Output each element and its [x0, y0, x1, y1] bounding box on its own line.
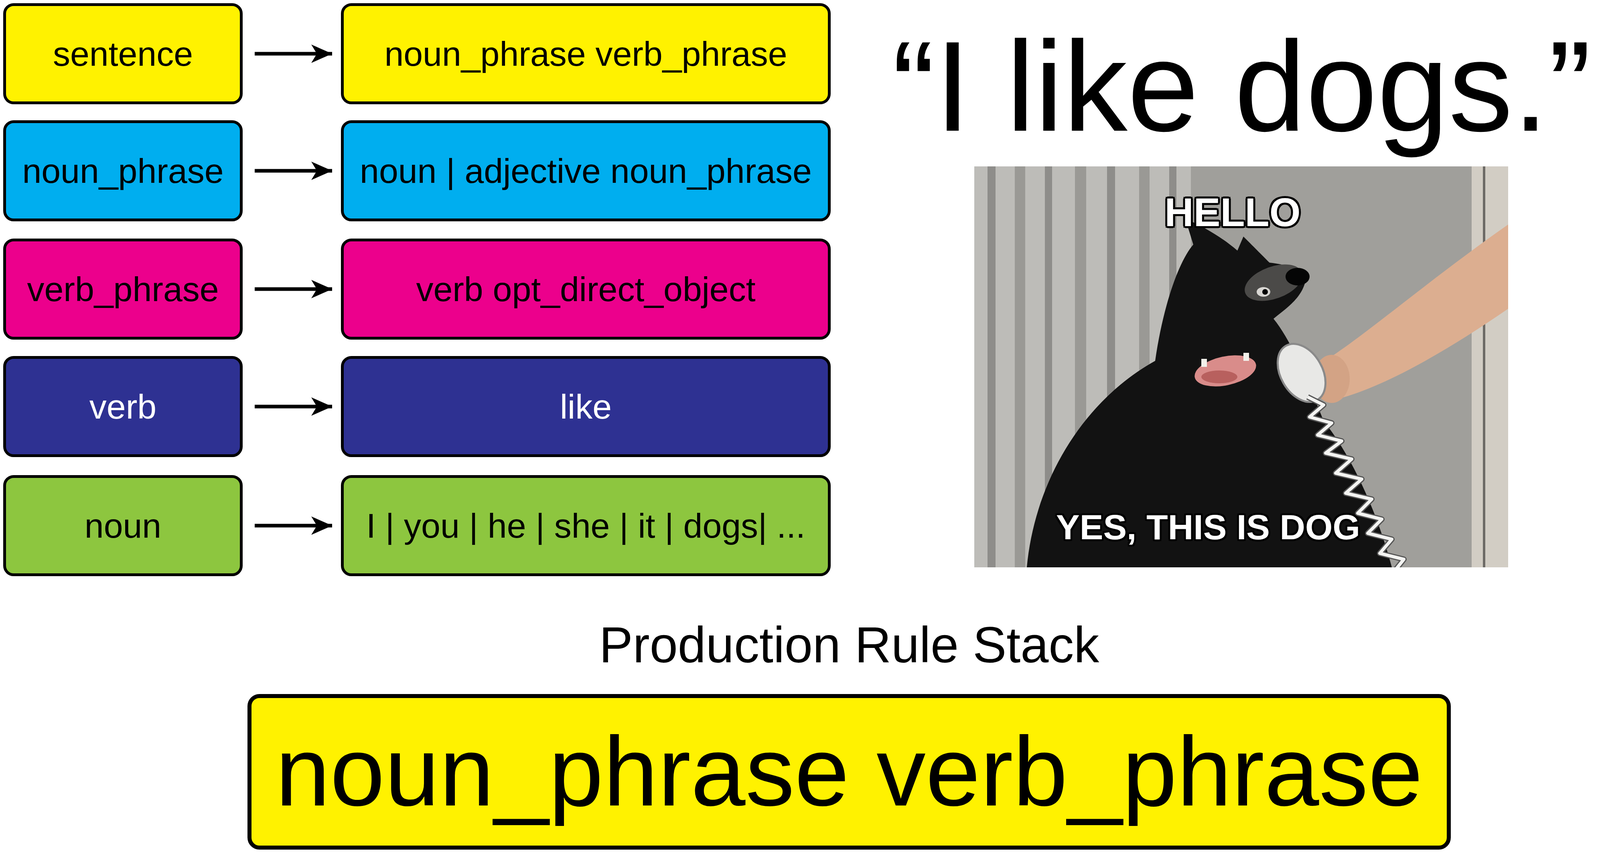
dog-nose [1285, 267, 1310, 286]
rule-expansion: noun_phrase verb_phrase [384, 34, 787, 74]
rule-body-box: noun_phrase verb_phrase [340, 3, 831, 105]
example-sentence: “I like dogs.” [892, 22, 1592, 151]
curtain-fold [987, 166, 996, 568]
dog-mouth [1191, 350, 1260, 392]
meme-caption: HELLO [1164, 192, 1301, 233]
dog-tongue [1201, 370, 1238, 384]
dog-tooth [1201, 358, 1207, 368]
rewrite-arrow [254, 524, 333, 528]
door-edge [1482, 166, 1486, 568]
phone-handset [1267, 335, 1336, 411]
dog-eye [1256, 287, 1271, 297]
rule-body-box: I | you | he | she | it | dogs| ... [340, 475, 831, 577]
curtain-fold [1014, 166, 1026, 568]
rule-name: noun_phrase [22, 151, 224, 191]
stack-box: noun_phrase verb_phrase [247, 694, 1451, 850]
rule-head-box: noun [3, 475, 243, 577]
dog-photo [974, 166, 1509, 568]
rule-expansion: verb opt_direct_object [415, 269, 756, 310]
rule-head-box: verb_phrase [3, 238, 243, 340]
stack-heading: Production Rule Stack [599, 616, 1100, 675]
rule-body-box: noun | adjective noun_phrase [340, 120, 831, 222]
rule-head-box: verb [3, 356, 243, 458]
rule-body-box: like [340, 356, 831, 458]
rule-expansion: I | you | he | she | it | dogs| ... [366, 506, 806, 546]
human-arm [1321, 224, 1509, 400]
rule-head-box: sentence [3, 3, 243, 105]
dog-tooth [1243, 352, 1250, 361]
rewrite-arrow [254, 169, 333, 173]
rule-name: verb [89, 387, 157, 427]
dog-body [1026, 218, 1392, 568]
production-stack: Production Rule Stack noun_phrase verb_ph… [247, 616, 1451, 850]
rule-head-box: noun_phrase [3, 120, 243, 222]
photo-background [974, 166, 1509, 568]
rule-name: noun [84, 506, 162, 546]
rule-expansion: noun | adjective noun_phrase [359, 151, 812, 191]
dog-pupil [1262, 289, 1268, 295]
door-frame [1471, 166, 1509, 568]
rewrite-arrow [254, 287, 333, 292]
rewrite-arrow [254, 52, 333, 56]
rule-body-box: verb opt_direct_object [340, 238, 831, 340]
rule-name: sentence [52, 34, 193, 74]
meme-caption: YES, THIS IS DOG [1056, 509, 1361, 546]
rewrite-arrow [254, 405, 333, 409]
rule-expansion: like [559, 387, 612, 427]
rule-name: verb_phrase [26, 269, 219, 310]
